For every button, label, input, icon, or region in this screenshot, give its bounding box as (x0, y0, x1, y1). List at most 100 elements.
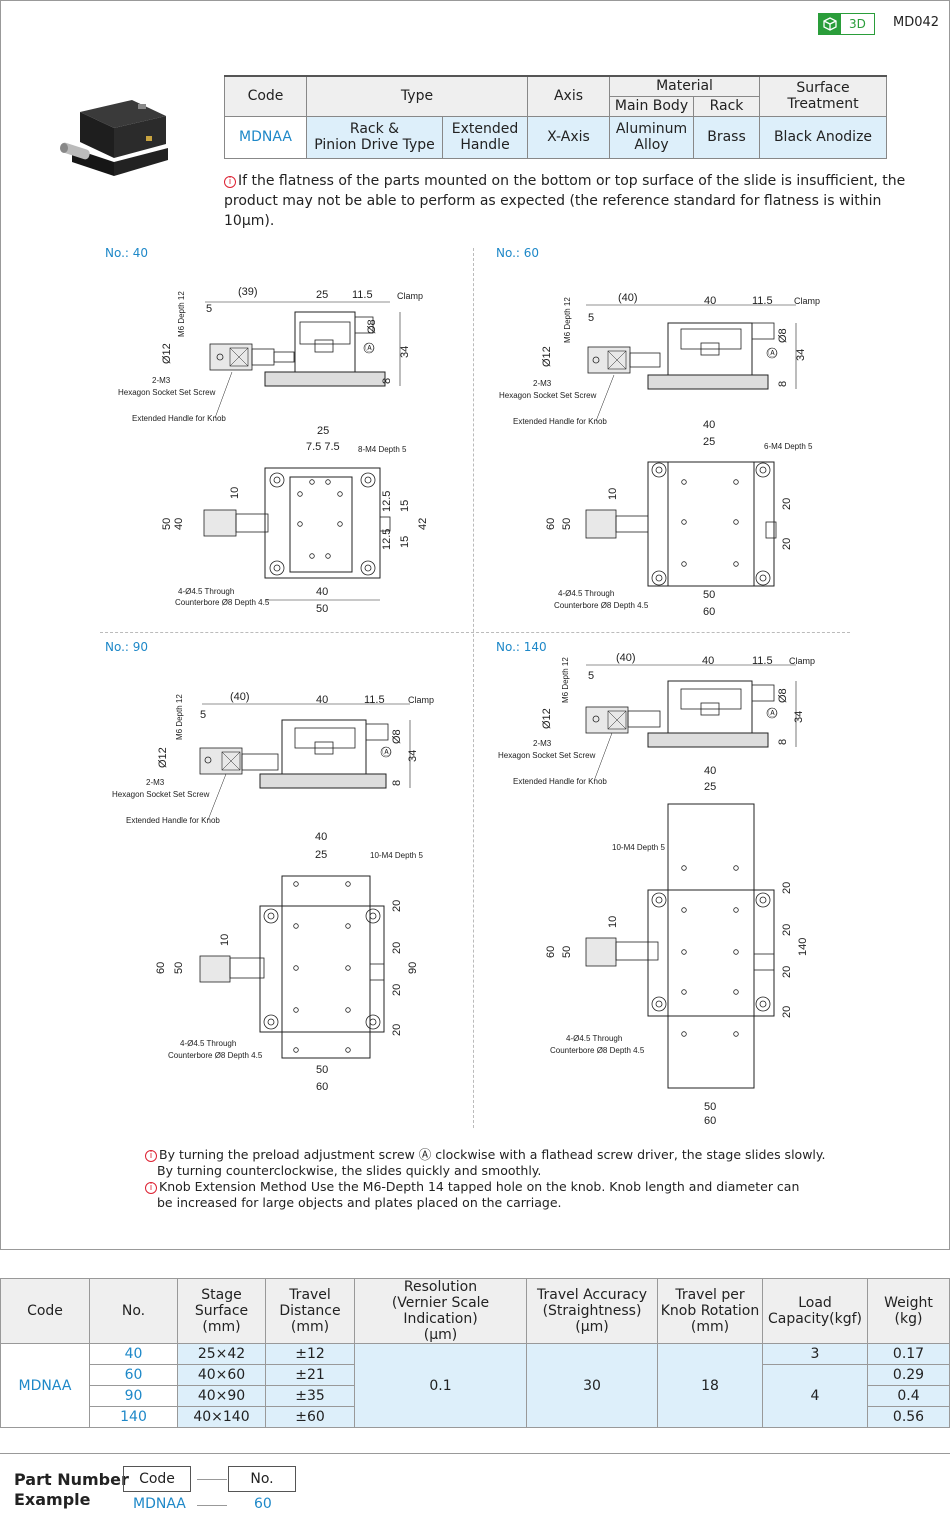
svg-text:Ø12: Ø12 (541, 708, 553, 729)
svg-text:50: 50 (561, 946, 573, 958)
code-value: MDNAA (133, 1496, 186, 1512)
col-weight: Weight (kg) (867, 1278, 950, 1344)
svg-text:60: 60 (316, 1081, 328, 1093)
svg-text:5: 5 (200, 709, 206, 721)
svg-text:M6 Depth 12: M6 Depth 12 (561, 657, 570, 703)
badge-3d[interactable]: 3D (818, 13, 875, 35)
svg-text:4-Ø4.5 Through: 4-Ø4.5 Through (558, 589, 614, 598)
svg-text:Ⓐ: Ⓐ (768, 348, 777, 358)
cell-load: 4 (762, 1364, 868, 1428)
svg-text:60: 60 (704, 1115, 716, 1126)
no-value: 60 (254, 1496, 272, 1512)
svg-text:40: 40 (703, 419, 715, 431)
svg-text:10: 10 (219, 934, 231, 946)
svg-text:40: 40 (316, 694, 328, 706)
svg-text:Counterbore Ø8 Depth 4.5: Counterbore Ø8 Depth 4.5 (175, 598, 270, 607)
svg-text:60: 60 (155, 962, 167, 974)
svg-text:2-M3: 2-M3 (152, 376, 171, 385)
svg-text:Ø8: Ø8 (391, 729, 403, 744)
cell-no: 140 (89, 1406, 178, 1428)
divider-horizontal (100, 632, 850, 633)
svg-text:M6 Depth 12: M6 Depth 12 (177, 291, 186, 337)
top-view-140: 40 25 10-M4 Depth 5 60 50 10 20 20 20 20… (545, 765, 809, 1126)
top-view-40: 25 7.5 7.5 8-M4 Depth 5 40 50 10 12.5 12… (161, 425, 429, 615)
cell-accuracy: 30 (526, 1343, 658, 1428)
svg-text:6-M4 Depth 5: 6-M4 Depth 5 (764, 442, 813, 451)
cell-weight: 0.56 (867, 1406, 950, 1428)
badge-3d-label: 3D (849, 17, 866, 31)
svg-text:Counterbore Ø8 Depth 4.5: Counterbore Ø8 Depth 4.5 (168, 1051, 263, 1060)
cell-code: MDNAA (0, 1343, 90, 1428)
svg-text:15: 15 (399, 536, 411, 548)
svg-text:Clamp: Clamp (397, 291, 423, 301)
cell-no: 40 (89, 1343, 178, 1365)
svg-text:50: 50 (316, 603, 328, 615)
cell-type: Rack & Pinion Drive Type (306, 115, 443, 159)
svg-text:(40): (40) (618, 292, 638, 304)
svg-text:Extended Handle for Knob: Extended Handle for Knob (126, 816, 220, 825)
cell-surface: 40×140 (177, 1406, 266, 1428)
cell-surface: 25×42 (177, 1343, 266, 1365)
svg-text:140: 140 (797, 938, 809, 956)
cell-rack: Brass (693, 115, 760, 159)
svg-text:90: 90 (407, 962, 419, 974)
cell-resolution: 0.1 (354, 1343, 527, 1428)
svg-text:11.5: 11.5 (364, 694, 385, 706)
svg-text:25: 25 (704, 781, 716, 793)
svg-text:50: 50 (161, 518, 173, 530)
svg-text:50: 50 (561, 518, 573, 530)
svg-text:Ⓐ: Ⓐ (768, 708, 777, 718)
no-box: No. (228, 1466, 296, 1492)
svg-text:Counterbore Ø8 Depth 4.5: Counterbore Ø8 Depth 4.5 (550, 1046, 645, 1055)
svg-text:20: 20 (781, 498, 793, 510)
table-row: 90 40×90 ±35 0.4 (1, 1385, 950, 1407)
svg-text:42: 42 (417, 518, 429, 530)
cell-load: 3 (762, 1343, 868, 1365)
cell-travel: ±60 (265, 1406, 355, 1428)
svg-text:20: 20 (781, 924, 793, 936)
svg-text:25: 25 (703, 436, 715, 448)
header-type: Type (306, 75, 528, 117)
top-view-90: 40 25 10-M4 Depth 5 60 50 10 20 20 20 20… (155, 831, 423, 1093)
svg-text:20: 20 (391, 942, 403, 954)
svg-text:Ø12: Ø12 (161, 343, 173, 364)
code-box: Code (123, 1466, 191, 1492)
svg-text:50: 50 (703, 589, 715, 601)
svg-text:34: 34 (793, 711, 805, 723)
cell-surface: 40×90 (177, 1385, 266, 1407)
svg-text:40: 40 (704, 765, 716, 777)
product-image (60, 100, 168, 176)
svg-text:40: 40 (704, 295, 716, 307)
cell-axis: X-Axis (527, 115, 610, 159)
cell-extended-handle: Extended Handle (442, 115, 528, 159)
svg-text:20: 20 (391, 900, 403, 912)
svg-text:10: 10 (607, 488, 619, 500)
svg-text:Extended Handle for Knob: Extended Handle for Knob (513, 777, 607, 786)
label-no-40: No.: 40 (105, 246, 149, 260)
cell-no: 90 (89, 1385, 178, 1407)
svg-text:(39): (39) (238, 286, 258, 298)
col-travel-per-rotation: Travel per Knob Rotation (mm) (657, 1278, 763, 1344)
side-view-60: (40) 40 11.5 Clamp Ⓐ M6 Depth 12 5 Ø12 Ø… (499, 292, 820, 426)
svg-text:60: 60 (545, 946, 557, 958)
svg-text:40: 40 (316, 586, 328, 598)
svg-text:10-M4 Depth 5: 10-M4 Depth 5 (370, 851, 423, 860)
svg-text:7.5 7.5: 7.5 7.5 (306, 441, 340, 453)
label-no-60: No.: 60 (496, 246, 540, 260)
info-icon: i (145, 1182, 157, 1194)
svg-text:34: 34 (795, 349, 807, 361)
header-main-body: Main Body (609, 95, 694, 117)
col-no: No. (89, 1278, 178, 1344)
svg-text:20: 20 (781, 966, 793, 978)
svg-text:4-Ø4.5 Through: 4-Ø4.5 Through (566, 1034, 622, 1043)
svg-text:34: 34 (407, 750, 419, 762)
side-view-90: (40) 40 11.5 Clamp Ⓐ M6 Depth 12 5 Ø12 Ø… (112, 691, 434, 825)
col-code: Code (0, 1278, 90, 1344)
svg-text:34: 34 (399, 346, 411, 358)
svg-text:20: 20 (781, 538, 793, 550)
svg-text:20: 20 (781, 1006, 793, 1018)
svg-text:2-M3: 2-M3 (533, 739, 552, 748)
svg-text:M6 Depth 12: M6 Depth 12 (563, 297, 572, 343)
svg-text:8-M4 Depth 5: 8-M4 Depth 5 (358, 445, 407, 454)
